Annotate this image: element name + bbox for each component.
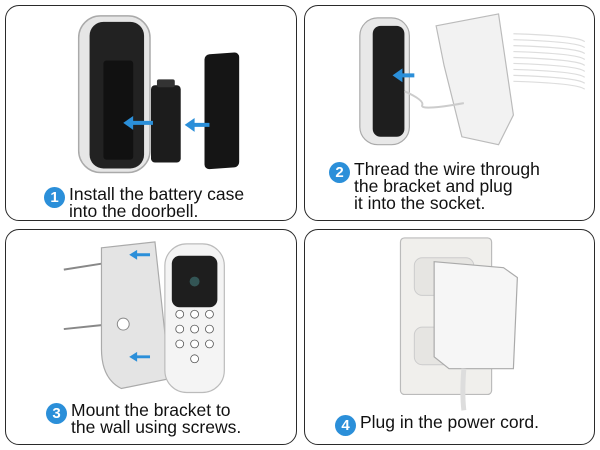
- step-2-panel: 2 Thread the wire through the bracket an…: [304, 5, 595, 221]
- step-4-text: Plug in the power cord.: [360, 412, 539, 432]
- wire-bracket-illustration: [359, 13, 586, 146]
- bracket-mount-illustration: [63, 241, 225, 394]
- step-1-panel: 1 Install the battery case into the door…: [5, 5, 297, 221]
- step-1-number-badge: 1: [44, 187, 65, 208]
- step-2-number-badge: 2: [329, 162, 350, 183]
- step-3-caption: 3 Mount the bracket to the wall using sc…: [46, 400, 242, 437]
- step-3-panel: 3 Mount the bracket to the wall using sc…: [5, 229, 297, 445]
- step-4-number-badge: 4: [335, 415, 356, 436]
- step-4-caption: 4 Plug in the power cord.: [335, 412, 539, 436]
- step-1-caption: 1 Install the battery case into the door…: [44, 184, 245, 221]
- power-plug-illustration: [399, 237, 518, 411]
- step-2-text: Thread the wire through the bracket and …: [354, 159, 540, 213]
- step-4-panel: 4 Plug in the power cord.: [304, 229, 595, 445]
- step-3-number-badge: 3: [46, 403, 67, 424]
- step-2-caption: 2 Thread the wire through the bracket an…: [329, 159, 540, 213]
- step-3-text: Mount the bracket to the wall using scre…: [71, 400, 242, 437]
- step-1-text: Install the battery case into the doorbe…: [69, 184, 245, 221]
- battery-install-illustration: [77, 15, 240, 174]
